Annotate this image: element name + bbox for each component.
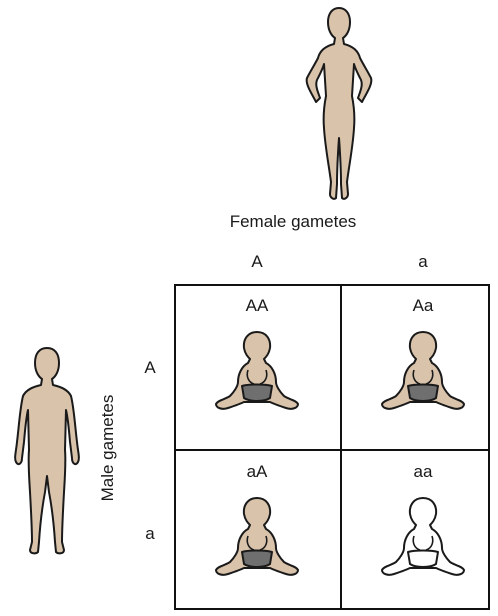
female-allele-1: A [237,252,277,272]
male-allele-2: a [140,524,160,544]
genotype-label: aa [383,462,463,482]
female-allele-2: a [403,252,443,272]
baby-figure [214,330,300,414]
baby-figure [214,496,300,580]
female-figure [300,6,378,202]
grid-divider-horizontal [174,449,490,451]
baby-figure [380,330,466,414]
male-gametes-label: Male gametes [98,395,118,502]
baby-Aa [380,330,466,414]
grid-divider-vertical [340,284,342,610]
genotype-label: Aa [383,296,463,316]
baby-figure [380,496,466,580]
baby-aA [214,496,300,580]
genotype-label: aA [217,462,297,482]
male-figure [10,346,84,558]
baby-aa [380,496,466,580]
baby-AA [214,330,300,414]
male-allele-1: A [140,358,160,378]
genotype-label: AA [217,296,297,316]
female-gametes-label: Female gametes [0,212,498,232]
